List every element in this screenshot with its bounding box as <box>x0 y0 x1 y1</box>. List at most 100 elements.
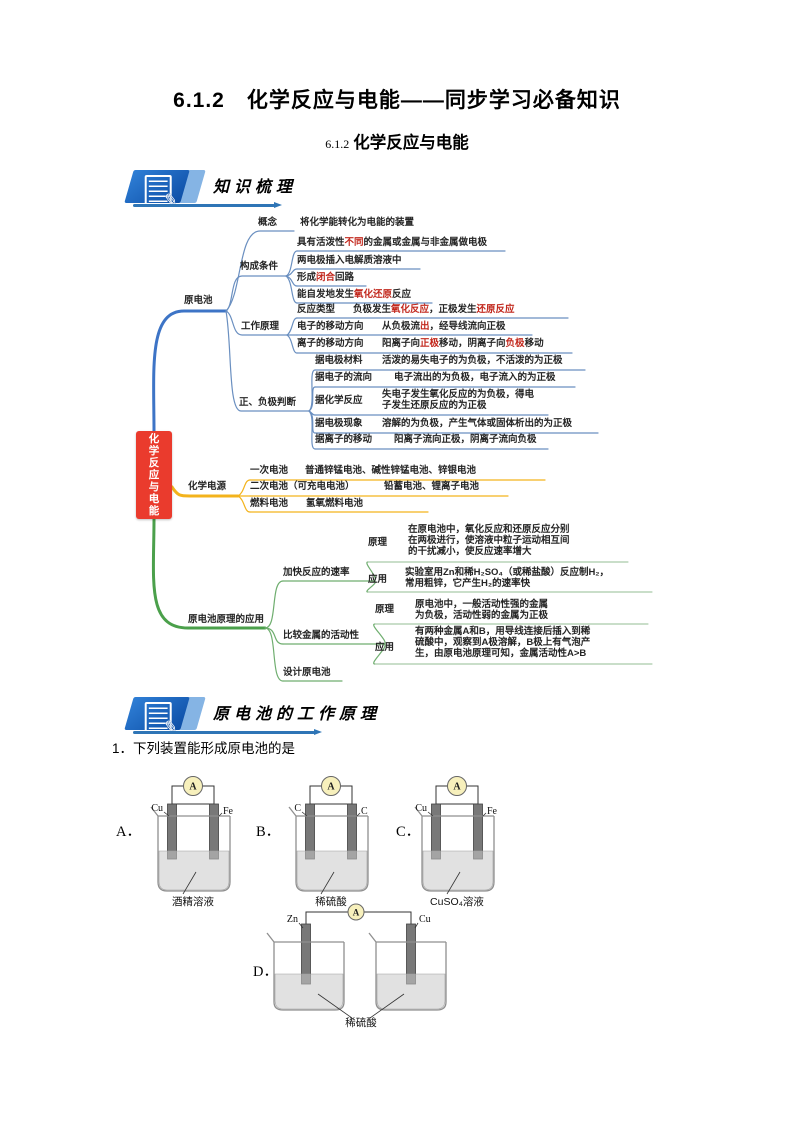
node-speed-apply-label: 应用 <box>368 574 388 585</box>
electrode-left-label: Cu <box>415 803 427 814</box>
solution-label: 稀硫酸 <box>315 895 347 908</box>
node-ion-dir-label: 离子的移动方向 <box>297 338 364 349</box>
option-letter-d: D． <box>253 964 278 980</box>
node-concept-label: 概念 <box>258 217 278 228</box>
solution-pointer <box>320 871 335 895</box>
option-letter-b: B． <box>256 824 281 840</box>
electrode-right-label: Cu <box>419 914 431 925</box>
node-fuel-cell-value: 氢氧燃料电池 <box>306 498 364 509</box>
cell-diagram-c: A Cu Fe CuSO₄溶液 <box>414 776 498 908</box>
node-condition-2: 两电极插入电解质溶液中 <box>297 255 402 266</box>
badge-plate: ✎ <box>124 170 190 211</box>
option-letter-a: A． <box>116 824 141 840</box>
node-condition-1: 具有活泼性不同的金属或金属与非金属做电极 <box>297 237 488 248</box>
node-ion-dir-value: 阳离子向正极移动，阴离子向负极移动 <box>382 338 544 349</box>
pencil-icon: ✎ <box>162 190 180 211</box>
node-application-label: 原电池原理的应用 <box>188 614 265 625</box>
mindmap: 化学反应与电能 原电池 概念 将化学能转化为电能的装置 构成条件 具有活泼性不同… <box>120 215 760 693</box>
ammeter-icon <box>447 776 467 796</box>
solution-liquid <box>296 850 368 891</box>
electrode-left-label: C <box>294 803 301 814</box>
node-electron-dir-value: 从负极流出，经导线流向正极 <box>382 321 506 332</box>
node-judge-phenomenon-value: 溶解的为负极，产生气体或固体析出的为正极 <box>382 418 573 429</box>
solution-label: CuSO₄溶液 <box>430 895 484 908</box>
ammeter-icon <box>183 776 203 796</box>
section-badge-knowledge: ✎ 知识梳理 <box>124 170 545 212</box>
node-judge-reaction-value: 失电子发生氧化反应的为负极，得电 子发生还原反应的为正极 <box>382 389 535 411</box>
badge-underline <box>133 729 322 735</box>
node-activity-principle-text: 原电池中，一般活动性强的金属 为负极，活动性弱的金属为正极 <box>415 599 549 621</box>
ammeter-letter: A <box>327 782 335 793</box>
node-activity-label: 比较金属的活动性 <box>283 630 360 641</box>
option-letter-c: C． <box>396 824 421 840</box>
node-judge-ion-label: 据离子的移动 <box>315 434 373 445</box>
node-speed-principle-text: 在原电池中，氧化反应和还原反应分别 在两极进行，使溶液中粒子运动相互间 的干扰减… <box>408 524 570 557</box>
node-judge-flow-label: 据电子的流向 <box>315 372 373 383</box>
section-badge-principle: ✎ 原电池的工作原理 <box>124 697 545 739</box>
node-judge-phenomenon-label: 据电极现象 <box>315 418 363 429</box>
solution-liquid <box>422 850 494 891</box>
node-judge-flow-value: 电子流出的为负极，电子流入的为正极 <box>394 372 556 383</box>
solution-pointer-left <box>317 993 353 1019</box>
node-electron-dir-label: 电子的移动方向 <box>297 321 364 332</box>
node-condition-3: 形成闭合回路 <box>297 272 355 283</box>
solution-liquid <box>158 850 230 891</box>
ammeter-letter: A <box>353 908 360 918</box>
node-speed-label: 加快反应的速率 <box>283 567 350 578</box>
beaker-outline <box>150 806 231 892</box>
ammeter-letter: A <box>189 782 197 793</box>
node-primary-cell: 原电池 <box>184 295 213 306</box>
solution-liquid-left <box>274 973 344 1010</box>
subtitle-text: 化学反应与电能 <box>353 134 469 152</box>
beaker-outline <box>288 806 369 892</box>
cell-diagram-a: A Cu Fe 酒精溶液 <box>150 776 234 908</box>
pencil-icon: ✎ <box>162 717 180 738</box>
node-principle-label: 工作原理 <box>241 321 280 332</box>
beaker-outline <box>414 806 495 892</box>
section-badge-label: 知识梳理 <box>213 177 298 196</box>
node-judge-material-value: 活泼的易失电子的为负极，不活泼的为正极 <box>382 355 563 366</box>
solution-pointer <box>446 871 461 895</box>
notebook-pencil-icon: ✎ <box>144 175 179 211</box>
node-reaction-type-value: 负极发生氧化反应，正极发生还原反应 <box>353 304 515 315</box>
ammeter-icon <box>347 903 365 921</box>
section-badge-label: 原电池的工作原理 <box>213 704 382 723</box>
node-activity-principle-label: 原理 <box>375 604 395 615</box>
cell-diagram-d: A Zn Cu 稀硫酸 <box>266 903 447 1029</box>
page-title: 6.1.2 化学反应与电能——同步学习必备知识 <box>173 89 621 112</box>
node-concept-value: 将化学能转化为电能的装置 <box>300 217 415 228</box>
node-judgment-label: 正、负极判断 <box>239 397 297 408</box>
node-activity-apply-text: 有两种金属A和B，用导线连接后插入到稀 硫酸中，观察到A极溶解，B极上有气泡产 … <box>415 626 591 659</box>
node-speed-principle-label: 原理 <box>368 537 388 548</box>
wire <box>305 911 412 924</box>
node-judge-reaction-label: 据化学反应 <box>315 395 363 406</box>
ammeter-icon <box>321 776 341 796</box>
cell-diagram-b: A C C 稀硫酸 <box>288 776 369 908</box>
solution-pointer <box>182 871 197 895</box>
node-condition-4: 能自发地发生氧化还原反应 <box>297 289 412 300</box>
question-1-text: 1．下列装置能形成原电池的是 <box>112 741 296 756</box>
electrode-left-label: Cu <box>151 803 163 814</box>
node-conditions-label: 构成条件 <box>240 261 279 272</box>
node-design-label: 设计原电池 <box>283 667 331 678</box>
node-primary-battery-label: 一次电池 <box>250 465 289 476</box>
node-fuel-cell-label: 燃料电池 <box>250 498 289 509</box>
electrode-right-label: C <box>361 806 368 817</box>
badge-underline <box>133 202 282 208</box>
node-reaction-type-label: 反应类型 <box>297 304 336 315</box>
solution-label: 稀硫酸 <box>345 1016 377 1029</box>
mindmap-root-node: 化学反应与电能 <box>136 431 172 519</box>
electrode-right-label: Fe <box>223 806 234 817</box>
node-judge-material-label: 据电极材料 <box>315 355 363 366</box>
solution-liquid-right <box>376 973 446 1010</box>
node-judge-ion-value: 阳离子流向正极，阴离子流向负极 <box>394 434 537 445</box>
beaker-outline-left <box>266 932 345 1011</box>
solution-pointer-right <box>369 993 405 1019</box>
beaker-outline-right <box>368 932 447 1011</box>
subtitle-number: 6.1.2 <box>325 137 350 151</box>
node-speed-apply-text: 实验室用Zn和稀H₂SO₄（或稀盐酸）反应制H₂， 常用粗锌，它产生H₂的速率快 <box>405 567 610 589</box>
node-secondary-battery-value: 铅蓄电池、锂离子电池 <box>384 481 480 492</box>
solution-label: 酒精溶液 <box>172 895 214 908</box>
